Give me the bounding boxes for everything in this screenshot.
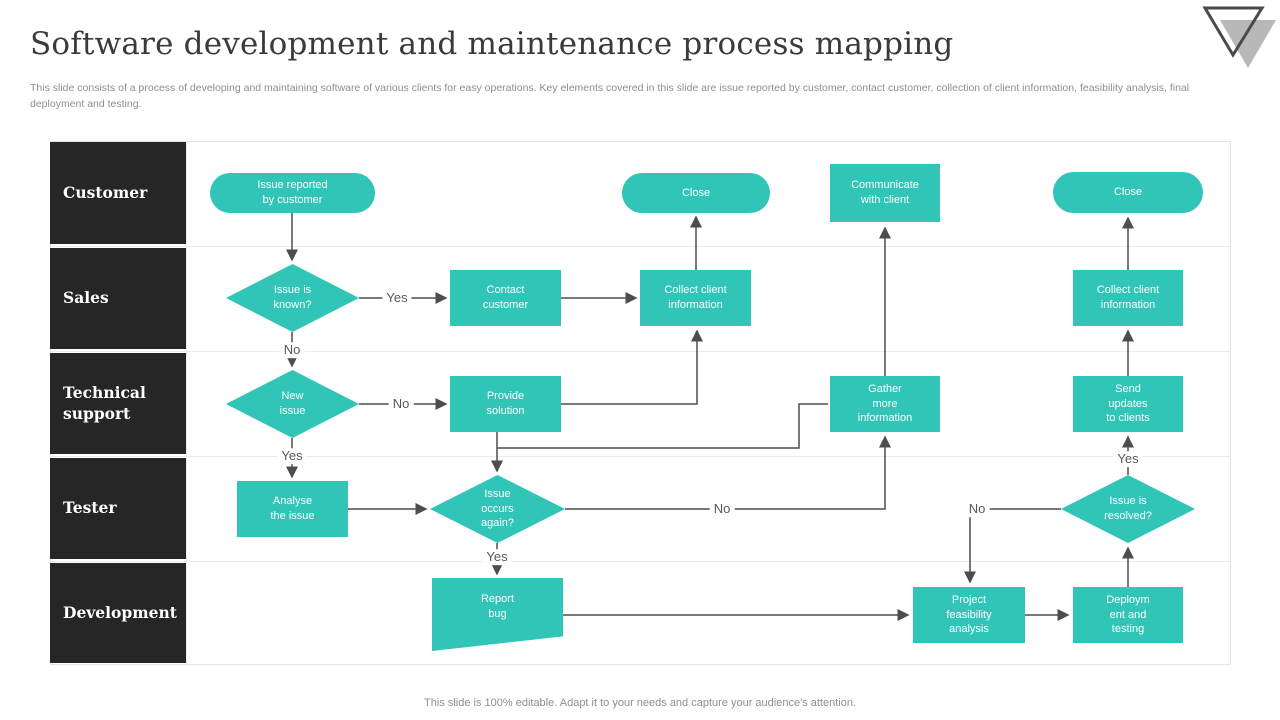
- edge-label-yes: Yes: [382, 290, 412, 306]
- node-label: Provide solution: [486, 390, 525, 417]
- node-label: Contact customer: [482, 284, 529, 311]
- node-label: New issue: [279, 390, 306, 417]
- lane-label-text: Technical support: [63, 382, 146, 423]
- node-issue-reported-by-customer[interactable]: Issue reported by customer: [210, 173, 375, 213]
- edge-label-no: No: [388, 396, 414, 412]
- brand-logo-icon: [1202, 6, 1276, 68]
- lane-separator: [51, 246, 1230, 247]
- slide-description: This slide consists of a process of deve…: [30, 82, 1190, 110]
- lane-label-text: Tester: [63, 498, 117, 518]
- node-label: Collect client information: [664, 284, 727, 311]
- node-label: Issue reported by customer: [257, 179, 328, 206]
- lane-label-development: Development: [50, 563, 186, 663]
- node-collect-client-information-left[interactable]: Collect client information: [640, 270, 751, 326]
- edge-label-yes: Yes: [1113, 451, 1143, 467]
- page-title: Software development and maintenance pro…: [30, 26, 954, 62]
- node-label: Project feasibility analysis: [946, 593, 992, 636]
- lane-separator: [51, 351, 1230, 352]
- node-contact-customer[interactable]: Contact customer: [450, 270, 561, 326]
- node-label: Collect client information: [1096, 284, 1160, 311]
- node-send-updates-to-clients[interactable]: Send updates to clients: [1073, 376, 1183, 432]
- lane-separator: [51, 561, 1230, 562]
- lane-label-text: Customer: [63, 182, 148, 202]
- swimlane-frame: [50, 141, 1231, 665]
- node-label: Communicate with client: [851, 179, 919, 206]
- node-provide-solution[interactable]: Provide solution: [450, 376, 561, 432]
- edge-label-yes: Yes: [482, 549, 512, 565]
- node-communicate-with-client[interactable]: Communicate with client: [830, 164, 940, 222]
- node-label: Close: [1113, 186, 1143, 199]
- node-deployment-and-testing[interactable]: Deploym ent and testing: [1073, 587, 1183, 643]
- lane-label-customer: Customer: [50, 142, 186, 244]
- node-gather-more-information[interactable]: Gather more information: [830, 376, 940, 432]
- lane-label-text: Sales: [63, 288, 109, 308]
- node-label: Send updates to clients: [1106, 382, 1150, 425]
- node-project-feasibility-analysis[interactable]: Project feasibility analysis: [913, 587, 1025, 643]
- node-label: Gather more information: [857, 382, 913, 425]
- edge-label-no: No: [964, 501, 990, 517]
- node-label: Issue is resolved?: [1104, 495, 1152, 522]
- lane-label-sales: Sales: [50, 248, 186, 349]
- lane-label-text: Development: [63, 602, 177, 622]
- edge-label-no: No: [279, 342, 305, 358]
- lane-label-divider: [186, 141, 187, 665]
- lane-label-tester: Tester: [50, 458, 186, 559]
- node-label: Close: [681, 186, 711, 199]
- node-report-bug[interactable]: Report bug: [432, 578, 563, 651]
- node-close-left[interactable]: Close: [622, 173, 770, 213]
- node-collect-client-information-right[interactable]: Collect client information: [1073, 270, 1183, 326]
- node-analyse-the-issue[interactable]: Analyse the issue: [237, 481, 348, 537]
- slide-footer-note: This slide is 100% editable. Adapt it to…: [424, 697, 856, 709]
- lane-separator: [51, 456, 1230, 457]
- node-label: Issue occurs again?: [480, 487, 515, 530]
- node-label: Analyse the issue: [270, 495, 315, 522]
- node-close-right[interactable]: Close: [1053, 172, 1203, 213]
- edge-label-no: No: [709, 501, 735, 517]
- node-label: Issue is known?: [273, 284, 312, 311]
- lane-label-technical-support: Technical support: [50, 353, 186, 454]
- edge-label-yes: Yes: [277, 448, 307, 464]
- node-label: Deploym ent and testing: [1106, 593, 1150, 636]
- node-label: Report bug: [480, 592, 515, 620]
